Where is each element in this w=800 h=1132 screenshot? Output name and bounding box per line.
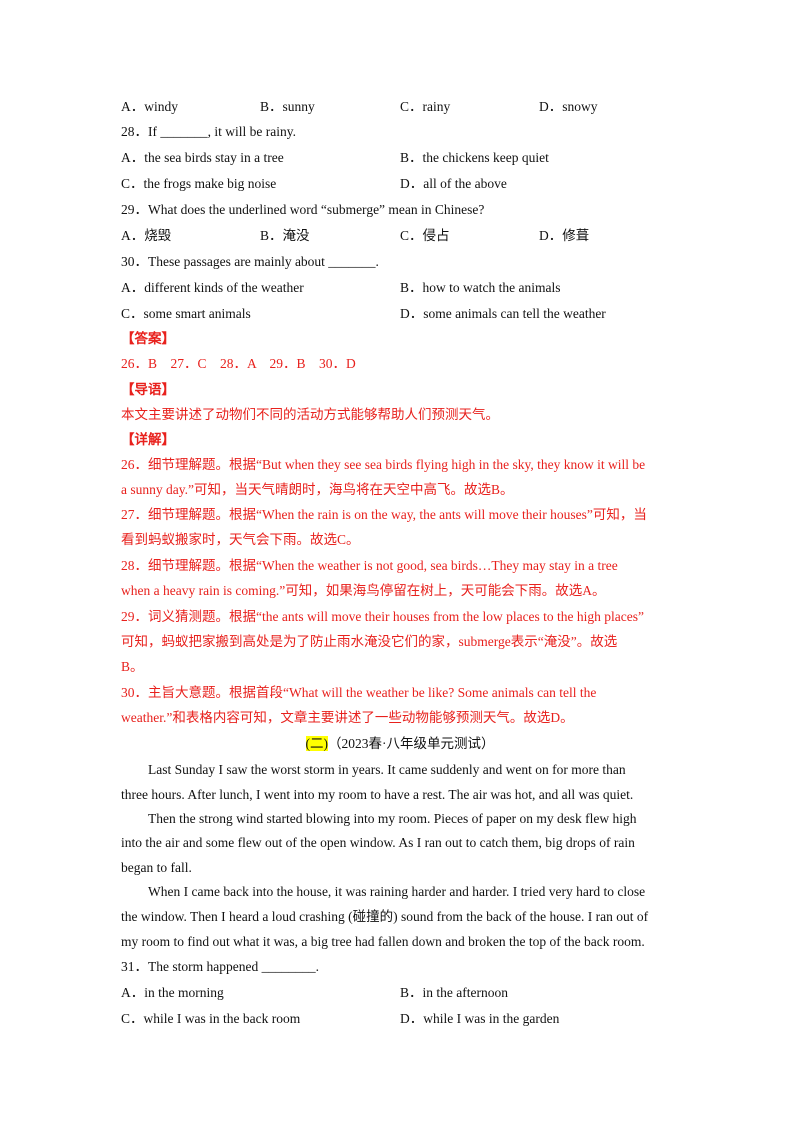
q31-option-d: D．while I was in the garden [400,1011,560,1026]
q29-option-c: C．侵占 [400,228,450,243]
q27-option-a: A．windy [121,99,178,114]
q30-option-a: A．different kinds of the weather [121,280,304,295]
detail-heading: 【详解】 [121,432,175,447]
detail-line: when a heavy rain is coming.”可知，如果海鸟停留在树… [121,583,606,598]
detail-line: 27．细节理解题。根据“When the rain is on the way,… [121,507,647,522]
q31-option-c: C．while I was in the back room [121,1011,301,1026]
passage-line: into the air and some flew out of the op… [121,835,635,850]
passage-line: When I came back into the house, it was … [148,884,646,899]
detail-line: a sunny day.”可知，当天气晴朗时，海鸟将在天空中高飞。故选B。 [121,482,514,497]
detail-line: B。 [121,659,144,674]
q28-option-b: B．the chickens keep quiet [400,150,549,165]
q31-option-a: A．in the morning [121,985,224,1000]
q28-option-c: C．the frogs make big noise [121,176,277,191]
q31-stem: 31．The storm happened ________. [121,959,319,974]
q28-option-d: D．all of the above [400,176,507,191]
answer-text: 26．B 27．C 28．A 29．B 30．D [121,356,356,371]
passage-line: three hours. After lunch, I went into my… [121,787,634,802]
passage-line: my room to find out what it was, a big t… [121,934,645,949]
passage-line: Last Sunday I saw the worst storm in yea… [148,762,626,777]
q27-option-c: C．rainy [400,99,451,114]
detail-line: weather.”和表格内容可知，文章主要讲述了一些动物能够预测天气。故选D。 [121,710,574,725]
passage-line: the window. Then I heard a loud crashing… [121,909,649,924]
detail-line: 看到蚂蚁搬家时，天气会下雨。故选C。 [121,532,360,547]
detail-line: 26．细节理解题。根据“But when they see sea birds … [121,457,646,472]
section-marker: (二) [305,736,328,751]
passage-line: Then the strong wind started blowing int… [148,811,637,826]
detail-line: 28．细节理解题。根据“When the weather is not good… [121,558,618,573]
guide-heading: 【导语】 [121,382,175,397]
q30-option-c: C．some smart animals [121,306,251,321]
passage-line: began to fall. [121,860,192,875]
q28-option-a: A．the sea birds stay in a tree [121,150,284,165]
q30-option-b: B．how to watch the animals [400,280,561,295]
q29-option-d: D．修葺 [539,228,590,243]
q27-option-b: B．sunny [260,99,315,114]
q29-stem: 29．What does the underlined word “submer… [121,202,485,217]
guide-text: 本文主要讲述了动物们不同的活动方式能够帮助人们预测天气。 [121,407,499,422]
q28-stem: 28．If _______, it will be rainy. [121,124,296,139]
q29-option-a: A．烧毁 [121,228,172,243]
section-source: （2023春·八年级单元测试） [328,736,495,751]
section-heading: (二)（2023春·八年级单元测试） [0,735,800,753]
q31-option-b: B．in the afternoon [400,985,508,1000]
q27-option-d: D．snowy [539,99,598,114]
answer-heading: 【答案】 [121,331,175,346]
detail-line: 可知，蚂蚁把家搬到高处是为了防止雨水淹没它们的家，submerge表示“淹没”。… [121,634,618,649]
q30-stem: 30．These passages are mainly about _____… [121,254,379,269]
detail-line: 29．词义猜测题。根据“the ants will move their hou… [121,609,645,624]
detail-line: 30．主旨大意题。根据首段“What will the weather be l… [121,685,597,700]
q29-option-b: B．淹没 [260,228,310,243]
q30-option-d: D．some animals can tell the weather [400,306,606,321]
